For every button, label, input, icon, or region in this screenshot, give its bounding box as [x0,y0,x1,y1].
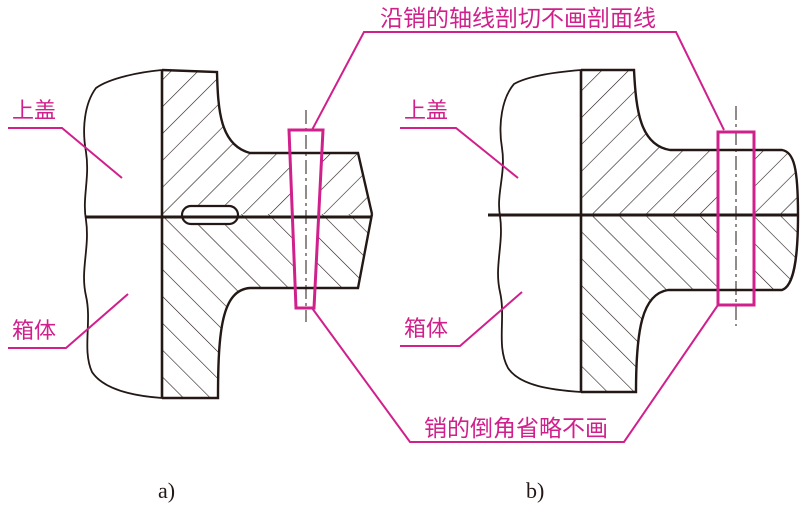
a-box-leader [8,293,129,349]
b-box-leader [400,291,523,347]
caption-b: b) [526,478,544,503]
top-callout-leader [311,31,725,131]
figure-b: 上盖 箱体 b) [400,68,800,503]
bottom-callout-leader [311,304,719,443]
b-pin-highlight [716,130,756,307]
callouts: 沿销的轴线剖切不画剖面线 销的倒角省略不画 [311,6,725,443]
a-cover-leader [8,127,123,179]
b-cover-leader [400,127,519,179]
b-box-outline [581,214,800,394]
top-callout-text: 沿销的轴线剖切不画剖面线 [380,6,656,32]
b-cover-outline [581,68,800,216]
a-slot-hole [180,204,240,226]
figure-a: 上盖 箱体 a) [8,68,374,503]
a-box-section [162,214,372,398]
b-box-label: 箱体 [404,317,448,342]
a-cover-label: 上盖 [12,99,56,124]
b-break-line [497,69,582,393]
bottom-callout-text: 销的倒角省略不画 [424,416,608,442]
b-box-section [581,215,798,392]
caption-a: a) [158,478,175,503]
a-box-label: 箱体 [12,319,56,344]
a-pin-highlight [287,128,325,310]
a-cover-section [162,70,372,214]
a-break-line [83,69,163,399]
a-cover-outline [161,68,374,215]
b-cover-section [581,70,798,215]
b-cover-label: 上盖 [404,99,448,124]
a-box-outline [162,213,374,400]
